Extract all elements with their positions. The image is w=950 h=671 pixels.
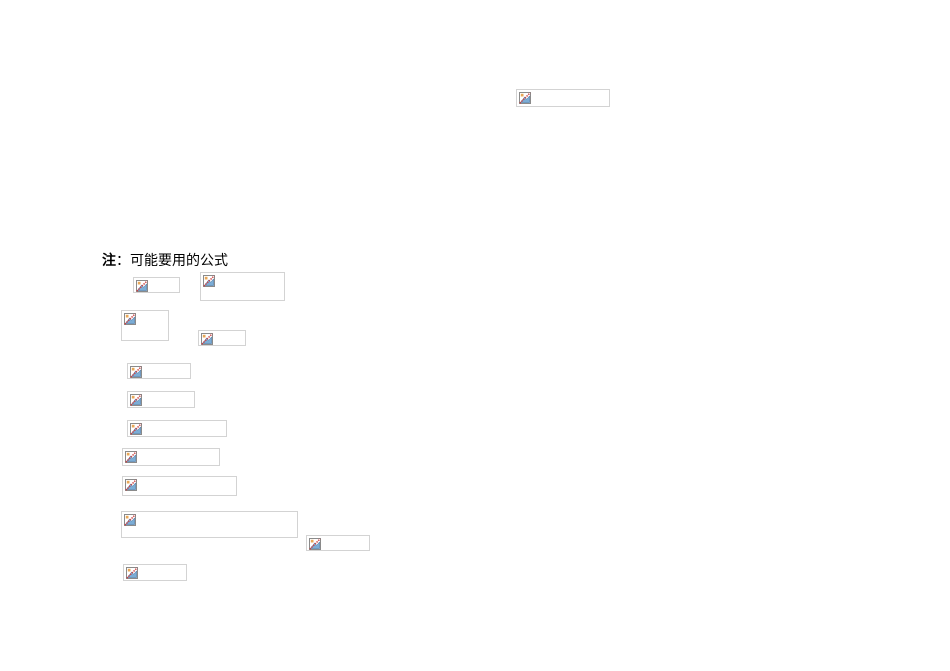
broken-image-placeholder [127,391,195,408]
broken-image-placeholder [121,511,298,538]
broken-image-placeholder [121,310,169,341]
note-separator: ： [116,254,130,269]
broken-image-icon [130,394,192,406]
broken-image-placeholder [127,420,227,437]
broken-image-icon [125,479,234,491]
broken-image-icon [519,92,607,104]
broken-image-icon [201,333,243,345]
broken-image-placeholder [122,476,237,496]
note-text: 可能要用的公式 [130,254,228,269]
broken-image-placeholder [306,535,370,551]
broken-image-icon [130,366,188,378]
broken-image-icon [126,567,184,579]
broken-image-placeholder [200,272,285,301]
broken-image-icon [203,275,282,287]
broken-image-placeholder [122,448,220,466]
broken-image-placeholder [516,89,610,107]
broken-image-icon [130,423,224,435]
broken-image-placeholder [127,363,191,379]
broken-image-placeholder [198,330,246,346]
note-line: 注：可能要用的公式 [102,254,228,270]
broken-image-icon [125,451,217,463]
broken-image-placeholder [123,564,187,581]
broken-image-icon [124,514,295,526]
broken-image-placeholder [133,277,180,293]
broken-image-icon [309,538,367,550]
broken-image-icon [136,280,177,292]
note-label: 注 [102,254,116,269]
broken-image-icon [124,313,166,325]
